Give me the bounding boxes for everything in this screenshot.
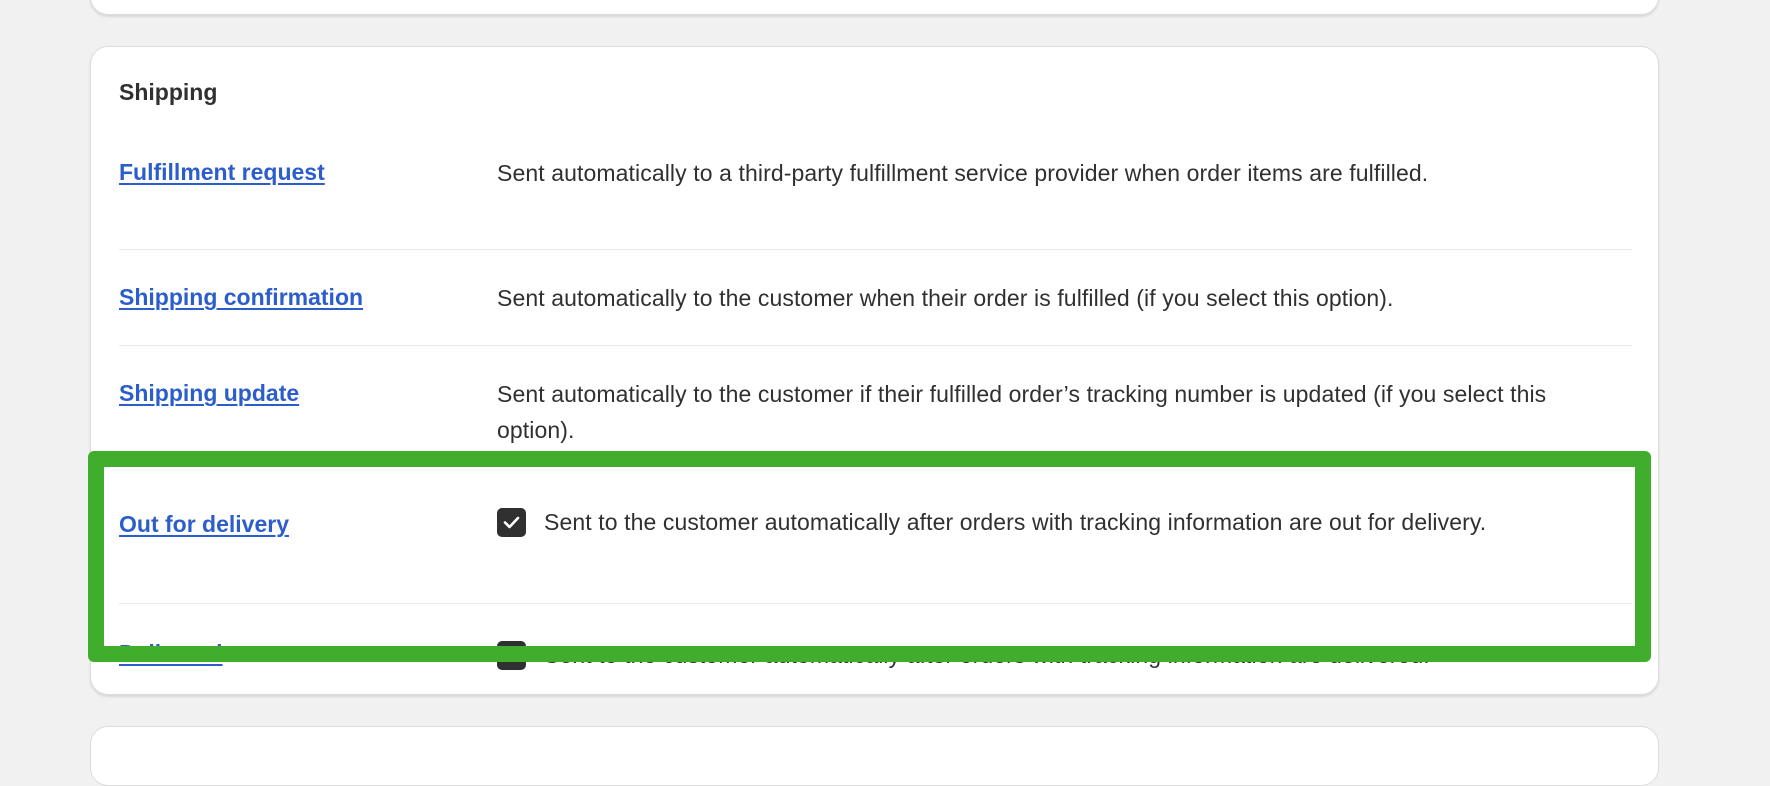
shipping-confirmation-description: Sent automatically to the customer when …: [497, 285, 1394, 311]
notification-row-shipping-confirmation: Shipping confirmation Sent automatically…: [119, 250, 1632, 346]
out-for-delivery-setting: Sent to the customer automatically after…: [497, 503, 1632, 541]
notification-row-delivered: Delivered Sent to the customer automatic…: [119, 604, 1632, 694]
previous-section-card: [90, 0, 1659, 15]
fulfillment-request-description: Sent automatically to a third-party fulf…: [497, 160, 1429, 186]
section-title: Shipping: [119, 79, 218, 105]
next-section-card: [90, 726, 1659, 786]
shipping-notifications-card: Shipping Fulfillment request Sent automa…: [90, 46, 1659, 695]
out-for-delivery-description: Sent to the customer automatically after…: [544, 509, 1487, 535]
out-for-delivery-checkbox[interactable]: [497, 507, 526, 537]
checkmark-icon: [503, 649, 520, 661]
shipping-update-description: Sent automatically to the customer if th…: [497, 381, 1547, 443]
shipping-confirmation-link[interactable]: Shipping confirmation: [119, 284, 364, 310]
out-for-delivery-link[interactable]: Out for delivery: [119, 511, 289, 537]
fulfillment-request-link[interactable]: Fulfillment request: [119, 159, 325, 185]
delivered-link[interactable]: Delivered: [119, 640, 223, 666]
delivered-checkbox[interactable]: [497, 640, 526, 670]
delivered-description: Sent to the customer automatically after…: [544, 642, 1430, 668]
notification-row-shipping-update: Shipping update Sent automatically to th…: [119, 346, 1632, 476]
checkmark-icon: [503, 516, 520, 528]
notification-row-fulfillment-request: Fulfillment request Sent automatically t…: [119, 155, 1632, 250]
notification-row-out-for-delivery: Out for delivery Sent to the customer au…: [119, 483, 1632, 604]
delivered-setting: Sent to the customer automatically after…: [497, 637, 1632, 673]
shipping-update-link[interactable]: Shipping update: [119, 380, 300, 406]
